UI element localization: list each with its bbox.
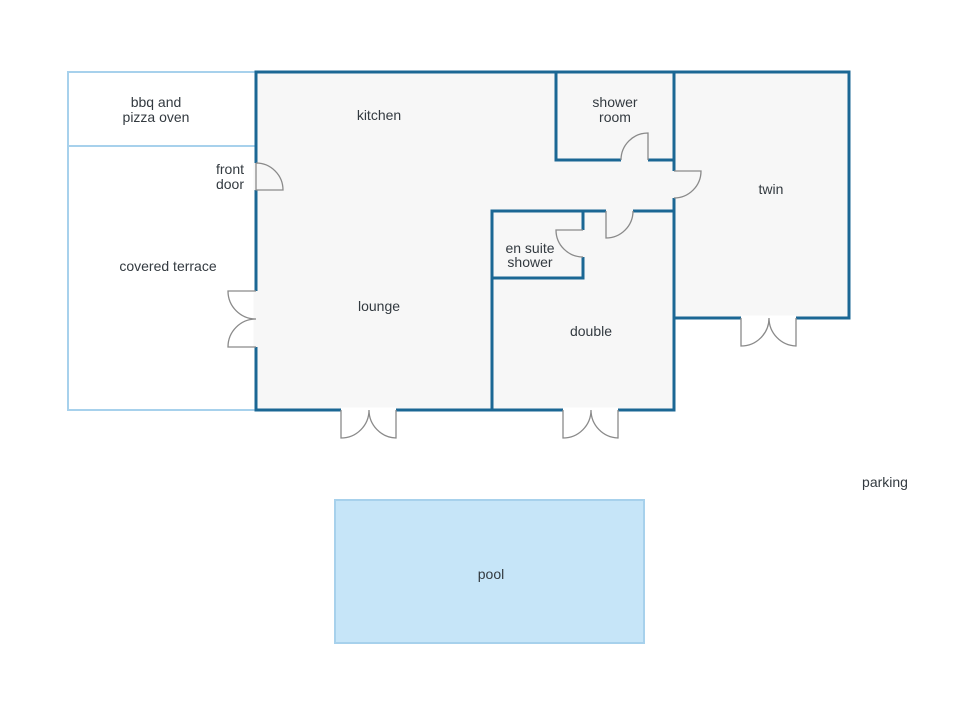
double-room-double-door	[562, 409, 619, 439]
parking-label: parking	[862, 474, 908, 490]
bbq-label-line1: bbq and	[131, 94, 182, 110]
double-label: double	[570, 323, 612, 339]
kitchen-label: kitchen	[357, 107, 401, 123]
covered-terrace-label: covered terrace	[119, 258, 216, 274]
bbq-label-line2: pizza oven	[123, 109, 190, 125]
en-suite-label-line1: en suite	[505, 240, 554, 256]
front-door-label-line2: door	[216, 176, 244, 192]
twin-floor	[674, 72, 849, 318]
shower-room-label-line2: room	[599, 109, 631, 125]
shower-room-door	[620, 132, 649, 161]
en-suite-label-line2: shower	[507, 254, 552, 270]
front-door-label-line1: front	[216, 161, 244, 177]
shower-room-label-line1: shower	[592, 94, 637, 110]
twin-double-door	[740, 317, 797, 347]
double-room-door	[605, 210, 634, 239]
pool	[334, 499, 645, 644]
front-door	[255, 162, 284, 191]
main-floor	[256, 72, 674, 410]
twin-door	[673, 170, 702, 199]
terrace-double-door	[227, 290, 257, 348]
lounge-double-door	[340, 409, 397, 439]
twin-label: twin	[759, 181, 784, 197]
lounge-label: lounge	[358, 298, 400, 314]
en-suite-door	[555, 229, 584, 258]
pool-label: pool	[478, 566, 504, 582]
